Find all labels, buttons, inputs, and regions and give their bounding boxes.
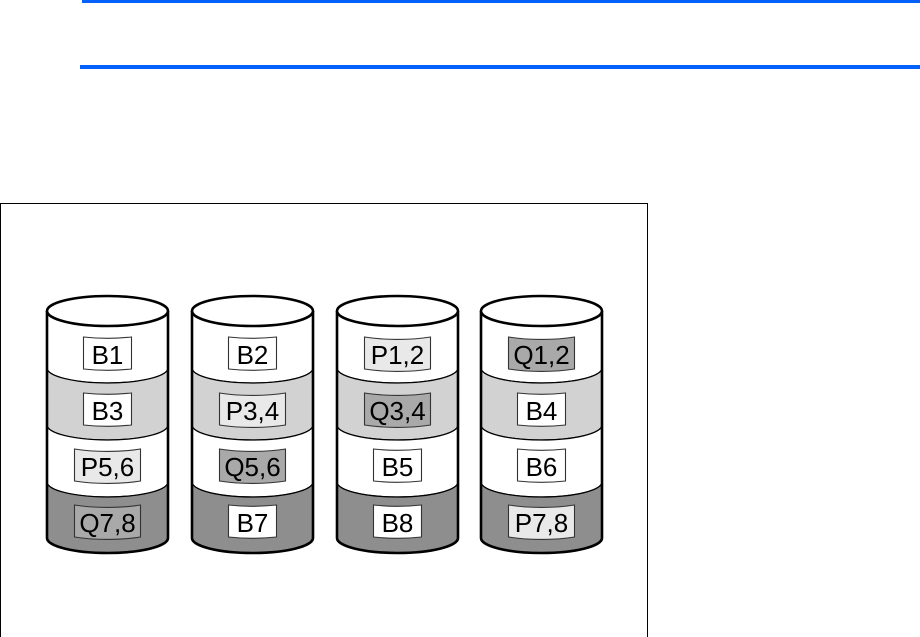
block-label: B4	[526, 396, 558, 426]
block-label: P3,4	[226, 396, 280, 426]
block-label: P1,2	[371, 340, 425, 370]
block-label: Q3,4	[369, 396, 425, 426]
cylinder-outline	[479, 311, 604, 555]
block-label: B7	[237, 508, 269, 538]
parity-block-box	[507, 336, 576, 372]
data-block-box	[516, 448, 567, 483]
data-block-box	[227, 336, 278, 371]
block-label: B5	[382, 452, 414, 482]
block-label: P7,8	[515, 508, 569, 538]
data-block-box	[372, 504, 423, 539]
block-label: B2	[237, 340, 269, 370]
cylinder-top	[190, 294, 315, 328]
data-block-box	[82, 336, 133, 371]
parity-block-box	[73, 448, 142, 484]
block-label: B1	[92, 340, 124, 370]
cylinder-top	[335, 294, 460, 328]
block-label: P5,6	[81, 452, 135, 482]
data-block-box	[516, 392, 567, 427]
blue-rule-top	[82, 0, 920, 3]
parity-block-box	[363, 392, 432, 428]
cylinder-outline	[335, 311, 460, 555]
block-label: B6	[526, 452, 558, 482]
parity-block-box	[218, 448, 287, 484]
parity-block-box	[218, 392, 287, 428]
cylinder-outline	[190, 311, 315, 555]
block-label: Q7,8	[79, 508, 135, 538]
data-block-box	[227, 504, 278, 539]
cylinder-top	[479, 294, 604, 328]
data-block-box	[82, 392, 133, 427]
cylinder-top	[45, 294, 170, 328]
block-label: B8	[382, 508, 414, 538]
block-label: Q5,6	[224, 452, 280, 482]
block-label: Q1,2	[513, 340, 569, 370]
block-label: B3	[92, 396, 124, 426]
parity-block-box	[73, 504, 142, 540]
parity-block-box	[507, 504, 576, 540]
data-block-box	[372, 448, 423, 483]
parity-block-box	[363, 336, 432, 372]
cylinder-outline	[45, 311, 170, 555]
blue-rule-second	[80, 65, 920, 69]
